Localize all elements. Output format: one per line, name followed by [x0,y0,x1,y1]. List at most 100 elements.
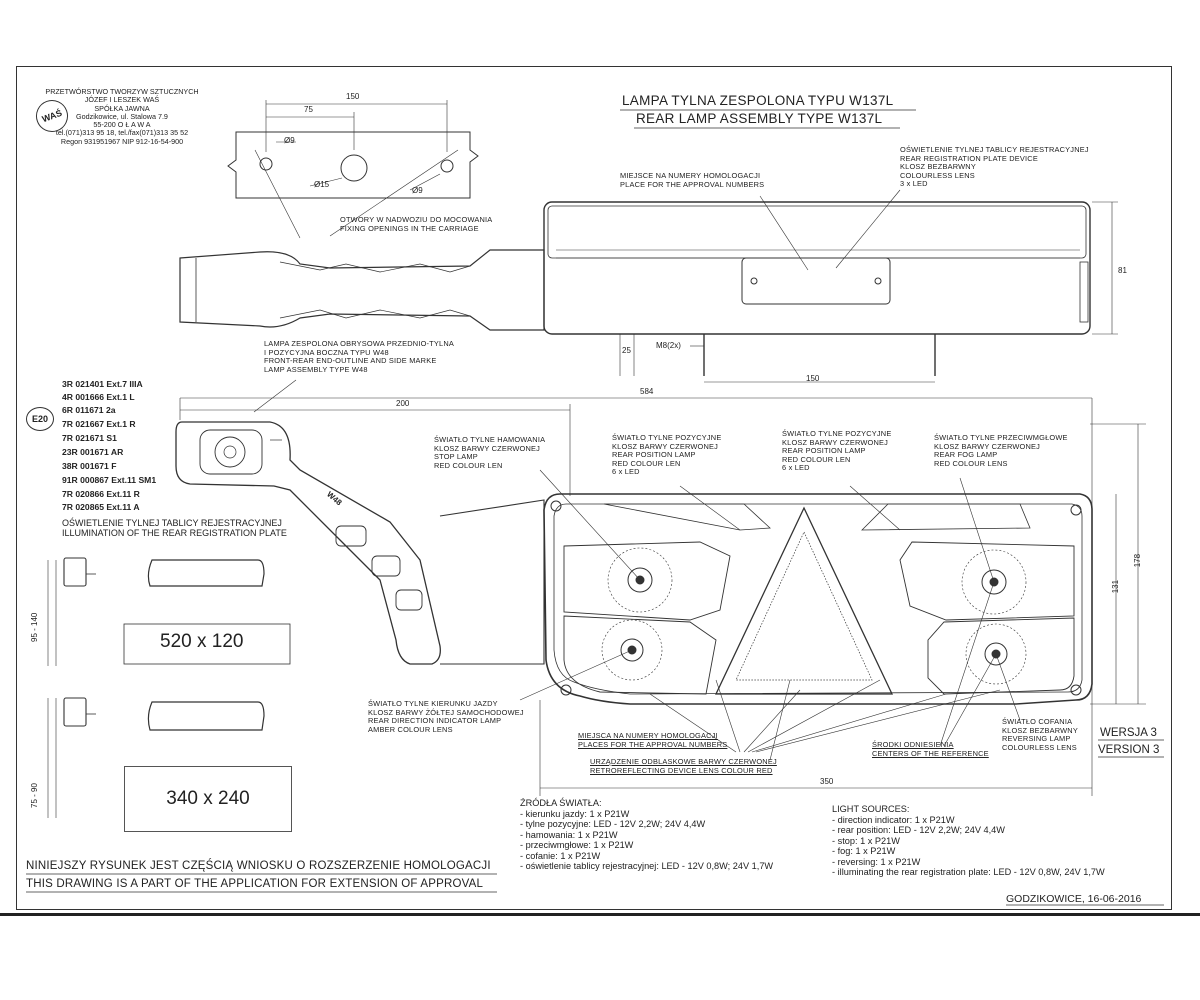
approval-place-pl: MIEJSCE NA NUMERY HOMOLOGACJI [620,171,761,180]
hole-center-label: Ø15 [314,180,330,189]
plate-size-340x240: 340 x 240 [166,788,250,809]
side-lamp-en-2: LAMP ASSEMBLY TYPE W48 [264,364,368,374]
dim-150-bolts: 150 [806,374,820,383]
footer-note-pl: NINIEJSZY RYSUNEK JEST CZĘŚCIĄ WNIOSKU O… [26,860,491,872]
fixing-openings-label: OTWORY W NADWOZIU DO MOCOWANIA FIXING OP… [340,215,493,233]
title-english: REAR LAMP ASSEMBLY TYPE W137L [636,111,883,126]
rear-lamp-front-view [543,493,1093,705]
callout-line: RED COLOUR LEN [612,458,681,468]
callout-line: ŚWIATŁO TYLNE POZYCYJNE [782,429,892,438]
dim-584: 584 [640,387,654,396]
footer-note-en: THIS DRAWING IS A PART OF THE APPLICATIO… [26,878,484,890]
homologation-item: 7R 021671 S1 [62,433,117,443]
callout-line: RED COLOUR LEN [434,460,503,470]
title-polish: LAMPA TYLNA ZESPOLONA TYPU W137L [622,93,894,108]
fixing-openings-en: FIXING OPENINGS IN THE CARRIAGE [340,223,479,233]
callout-line: REAR POSITION LAMP [612,450,696,460]
homologation-item: 6R 011671 2a [62,405,116,415]
callout-line: COLOURLESS LENS [1002,742,1077,752]
plate-illum-pl: OŚWIETLENIE TYLNEJ TABLICY REJESTRACYJNE… [62,518,282,528]
callout-line: ŚWIATŁO COFANIA [1002,717,1073,726]
plate-device-pl-1: OŚWIETLENIE TYLNEJ TABLICY REJESTRACYJNE… [900,145,1089,154]
callout-line: URZĄDZENIE ODBLASKOWE BARWY CZERWONEJ [590,757,777,766]
text-rules [26,109,1164,906]
callout-line: MIEJSCA NA NUMERY HOMOLOGACJI [578,731,718,740]
company-line-2: JÓZEF I LESZEK WAŚ [84,95,160,105]
approval-place-en: PLACE FOR THE APPROVAL NUMBERS [620,179,765,189]
company-line-3: SPÓŁKA JAWNA [94,103,150,113]
callout-line: AMBER COLOUR LENS [368,724,453,734]
e20-mark: E20 [26,407,54,431]
version-en: VERSION 3 [1098,744,1160,756]
light-source-item: - oświetlenie tablicy rejestracyjnej: LE… [520,861,774,872]
callout-retroreflector: URZĄDZENIE ODBLASKOWE BARWY CZERWONEJ RE… [590,757,777,775]
dim-350: 350 [820,777,834,786]
bolt-label: M8(2x) [656,341,681,350]
dim-200: 200 [396,399,410,408]
homologation-item: 3R 021401 Ext.7 IIIA [62,379,143,389]
dim-75: 75 [304,105,313,114]
callout-line: REAR DIRECTION INDICATOR LAMP [368,716,502,726]
light-source-item: - hamowania: 1 x P21W [520,829,618,840]
light-source-item: - reversing: 1 x P21W [832,856,921,867]
callout-rear-position-2: ŚWIATŁO TYLNE POZYCYJNE KLOSZ BARWY CZER… [782,429,892,473]
callout-line: ŚWIATŁO TYLNE HAMOWANIA [434,435,546,444]
callout-rear-position-1: ŚWIATŁO TYLNE POZYCYJNE KLOSZ BARWY CZER… [612,433,721,477]
drawing-date: GODZIKOWICE, 16-06-2016 [1006,893,1142,905]
plate-illum-en: ILLUMINATION OF THE REAR REGISTRATION PL… [62,528,287,539]
callout-approvals: MIEJSCA NA NUMERY HOMOLOGACJI PLACES FOR… [578,731,728,749]
dim-131: 131 [1111,579,1121,594]
plate-device-label: OŚWIETLENIE TYLNEJ TABLICY REJESTRACYJNE… [900,145,1089,189]
light-source-item: - przeciwmgłowe: 1 x P21W [520,840,634,851]
side-lamp-pl-2: I POZYCYJNA BOCZNA TYPU W48 [264,347,389,357]
homologation-item: 4R 001666 Ext.1 L [62,392,135,402]
light-source-item: - fog: 1 x P21W [832,846,896,857]
dimension-lines [179,397,1146,796]
homologation-item: 7R 020866 Ext.11 R [62,489,140,499]
callout-line: RED COLOUR LENS [934,458,1008,468]
range-95-140: 95 - 140 [30,612,39,642]
side-lamp-top-view [179,249,545,331]
homologation-item: 91R 000867 Ext.11 SM1 [62,475,157,485]
leader-lines [519,469,1021,761]
callout-reversing: ŚWIATŁO COFANIA KLOSZ BEZBARWNY REVERSIN… [1002,717,1078,752]
callout-line: KLOSZ BARWY CZERWONEJ [434,443,541,453]
callout-stop: ŚWIATŁO TYLNE HAMOWANIA KLOSZ BARWY CZER… [434,435,546,470]
page-edge-rule [0,913,1200,916]
plate-device-pl-2: KLOSZ BEZBARWNY [900,162,976,172]
dim-178: 178 [1133,553,1143,568]
company-line-1: PRZETWÓRSTWO TWORZYW SZTUCZNYCH [45,87,199,96]
light-sources-en: LIGHT SOURCES: - direction indicator: 1 … [832,804,1105,878]
plate-device-en-2: COLOURLESS LENS [900,170,975,180]
callout-line: CENTERS OF THE REFERENCE [872,748,989,758]
fixing-openings-pl: OTWORY W NADWOZIU DO MOCOWANIA [340,215,493,224]
plate-illum-sketches [47,557,291,818]
side-lamp-en-1: FRONT-REAR END-OUTLINE AND SIDE MARKE [264,356,437,366]
callout-line: KLOSZ BEZBARWNY [1002,725,1078,735]
range-75-90: 75 - 90 [30,783,39,808]
light-source-item: - tylne pozycyjne: LED - 12V 2,2W; 24V 4… [520,819,706,830]
plate-device-en-1: REAR REGISTRATION PLATE DEVICE [900,153,1038,163]
light-source-item: - kierunku jazdy: 1 x P21W [520,808,630,819]
side-marker-lamp [175,379,545,665]
callout-line: RETROREFLECTING DEVICE LENS COLOUR RED [590,765,773,775]
homologation-item: 7R 021667 Ext.1 R [62,419,136,429]
company-line-5: 55-200 O Ł A W A [93,120,151,130]
light-sources-pl: ŹRÓDŁA ŚWIATŁA: - kierunku jazdy: 1 x P2… [520,798,773,872]
company-line-4: Godzikowice, ul. Stalowa 7.9 [76,111,168,121]
callout-line: PLACES FOR THE APPROVAL NUMBERS [578,739,728,749]
approval-place-label: MIEJSCE NA NUMERY HOMOLOGACJI PLACE FOR … [620,171,765,189]
dim-150-top: 150 [346,92,360,101]
homologation-item: 38R 001671 F [62,461,117,471]
light-source-item: - stop: 1 x P21W [832,835,900,846]
drawing-frame [16,66,1172,910]
callout-line: STOP LAMP [434,452,478,462]
callout-line: 6 x LED [782,463,810,473]
light-source-item: - direction indicator: 1 x P21W [832,814,955,825]
callout-fog: ŚWIATŁO TYLNE PRZECIWMGŁOWE KLOSZ BARWY … [934,433,1068,468]
company-line-6: tel.(071)313 95 18, tel./fax(071)313 35 … [55,128,189,138]
callout-direction: ŚWIATŁO TYLNE KIERUNKU JAZDY KLOSZ BARWY… [368,699,524,734]
light-source-item: - cofanie: 1 x P21W [520,850,601,861]
callout-line: 6 x LED [612,467,640,477]
